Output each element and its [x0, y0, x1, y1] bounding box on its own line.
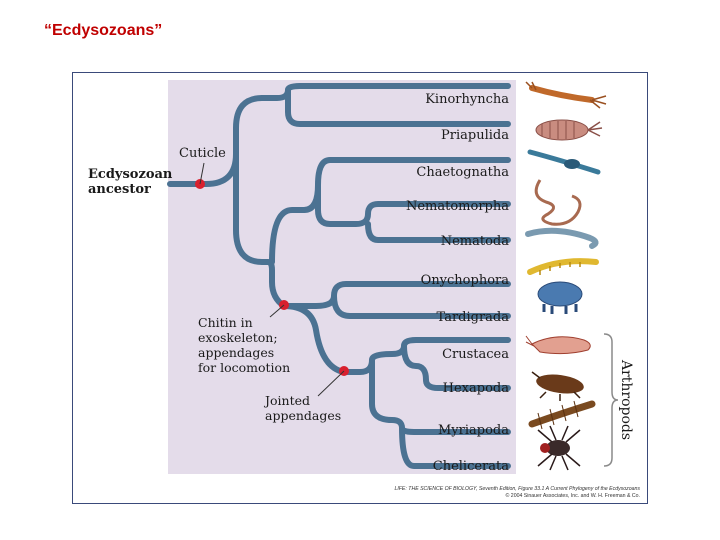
trait-chitin-line2: exoskeleton;	[198, 330, 278, 345]
kinorhyncha-illustration	[525, 81, 607, 109]
branch-clade-b	[269, 207, 307, 265]
branch-myriapoda	[369, 357, 511, 435]
taxon-chelicerata: Chelicerata	[433, 459, 509, 474]
tree-panel	[168, 80, 516, 474]
pointer-cuticle	[199, 162, 205, 185]
arthropods-label: Arthropods	[618, 359, 634, 440]
tree-branches	[167, 83, 511, 469]
trait-jointed-line2: appendages	[265, 408, 341, 423]
taxon-priapulida: Priapulida	[441, 128, 509, 143]
branch-hexapoda	[401, 343, 511, 391]
nematoda-illustration	[525, 227, 599, 249]
taxon-chaetognatha: Chaetognatha	[416, 165, 509, 180]
branch-tardigrada	[331, 293, 511, 319]
priapulida-illustration	[535, 119, 603, 141]
trait-chitin-line4: for locomotion	[198, 360, 290, 375]
trait-cuticle-label: Cuticle	[179, 146, 226, 161]
taxon-onychophora: Onychophora	[421, 273, 510, 288]
nematomorpha-illustration	[534, 179, 582, 226]
taxon-hexapoda: Hexapoda	[443, 381, 510, 396]
root-label-line1: Ecdysozoan	[88, 167, 173, 182]
branch-priapulida	[285, 87, 511, 127]
pointer-jointed	[317, 370, 345, 397]
chelicerata-illustration	[537, 425, 581, 471]
trait-chitin-line3: appendages	[198, 345, 274, 360]
crustacea-illustration	[525, 335, 591, 355]
arthropods-bracket	[603, 333, 619, 467]
trait-jointed-line1: Jointed	[263, 393, 310, 408]
taxon-nematomorpha: Nematomorpha	[406, 199, 509, 214]
figure-credit-line2: © 2004 Sinauer Associates, Inc. and W. H…	[506, 492, 640, 499]
tardigrada-illustration	[537, 281, 583, 314]
branch-nematoda	[365, 221, 511, 243]
onychophora-illustration	[527, 258, 599, 275]
branch-nematomorpha	[315, 182, 511, 227]
taxon-crustacea: Crustacea	[442, 347, 509, 362]
taxon-kinorhyncha: Kinorhyncha	[425, 92, 509, 107]
taxon-myriapoda: Myriapoda	[438, 423, 509, 438]
branch-to-arthropods	[281, 303, 347, 375]
myriapoda-illustration	[528, 400, 596, 430]
taxon-labels: Kinorhyncha Priapulida Chaetognatha Nema…	[406, 92, 509, 474]
hexapoda-illustration	[531, 371, 584, 401]
root-label-line2: ancestor	[88, 182, 151, 197]
figure-credit-line1: LIFE: THE SCIENCE OF BIOLOGY, Seventh Ed…	[394, 486, 640, 492]
trait-chitin-line1: Chitin in	[198, 315, 253, 330]
taxon-tardigrada: Tardigrada	[437, 310, 510, 325]
chaetognatha-illustration	[527, 149, 601, 175]
slide-title: “Ecdysozoans”	[44, 22, 163, 39]
animal-illustrations	[525, 81, 607, 471]
pointer-chitin	[269, 304, 285, 318]
branch-chelicerata	[399, 425, 511, 469]
taxon-nematoda: Nematoda	[441, 234, 510, 249]
